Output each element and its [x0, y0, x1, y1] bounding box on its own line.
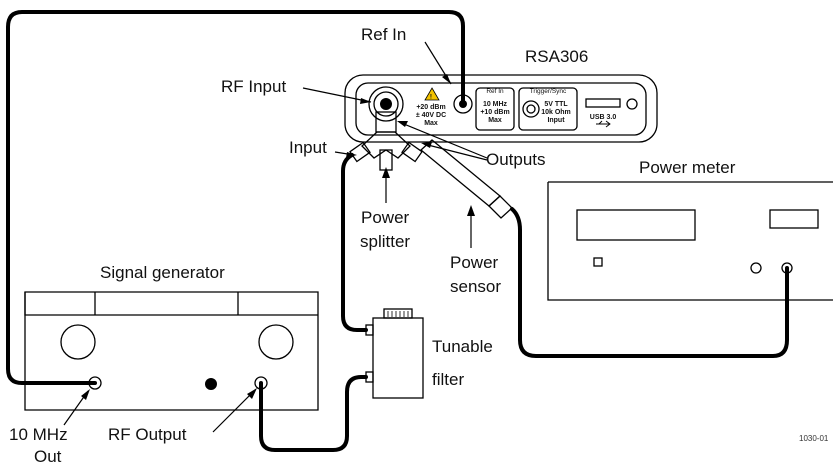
ten-mhz-out-label-line1: 10 MHz [9, 425, 68, 444]
power-meter-display [576, 209, 696, 241]
ref-in-spec-line3: Max [488, 117, 502, 124]
power-meter [547, 181, 833, 301]
rsa306-label: RSA306 [525, 47, 588, 66]
trigger-sync-connector [522, 100, 540, 118]
usb-port [585, 98, 621, 108]
trigger-panel-title: Trigger/Sync [530, 88, 567, 95]
ref-in-panel-title: Ref In [486, 88, 504, 95]
warning-icon [424, 87, 440, 101]
ref-in-spec-line2: +10 dBm [480, 109, 509, 116]
usb-icon [596, 120, 611, 128]
power-splitter-label-line1: Power [361, 208, 410, 227]
tunable-filter-label-line2: filter [432, 370, 464, 389]
generator-indicator-dot [205, 378, 217, 390]
signal-generator [24, 291, 319, 411]
ten-mhz-out-label-line2: Out [34, 447, 62, 466]
power-splitter-label-line2: splitter [360, 232, 410, 251]
figure-id: 1030-01 [799, 434, 829, 443]
signal-generator-label: Signal generator [100, 263, 225, 282]
power-sensor-label-line2: sensor [450, 277, 501, 296]
tuning-knob [383, 308, 413, 319]
trigger-spec-line2: 10k Ohm [541, 109, 571, 116]
rf-output-cable [259, 375, 368, 452]
power-meter-label: Power meter [639, 158, 736, 177]
sensor-to-meter-cable [510, 207, 789, 358]
rsa306-device: ! +20 dBm ± 40V DC Max Ref In 10 MHz +10… [344, 74, 658, 143]
trigger-spec-line1: 5V TTL [544, 101, 568, 108]
rf-input-connector [380, 98, 392, 110]
rf-in-spec-line1: +20 dBm [416, 104, 445, 111]
input-label: Input [289, 138, 327, 157]
usb-label: USB 3.0 [590, 114, 617, 121]
rf-output-label: RF Output [108, 425, 187, 444]
outputs-label: Outputs [486, 150, 546, 169]
ref-cable [6, 10, 465, 385]
svg-text:!: ! [430, 94, 432, 101]
rf-in-spec-line2: ± 40V DC [416, 112, 446, 119]
tunable-filter [365, 308, 424, 399]
status-led [626, 98, 638, 110]
ref-in-spec-line1: 10 MHz [483, 101, 508, 108]
filter-to-splitter-cable [341, 153, 368, 332]
rf-in-spec-line3: Max [424, 120, 438, 127]
tunable-filter-label-line1: Tunable [432, 337, 493, 356]
power-sensor-label-line1: Power [450, 253, 499, 272]
trigger-spec-line3: Input [547, 117, 565, 124]
ref-in-label: Ref In [361, 25, 406, 44]
power-meter-small-display [769, 209, 819, 229]
rf-input-label: RF Input [221, 77, 286, 96]
